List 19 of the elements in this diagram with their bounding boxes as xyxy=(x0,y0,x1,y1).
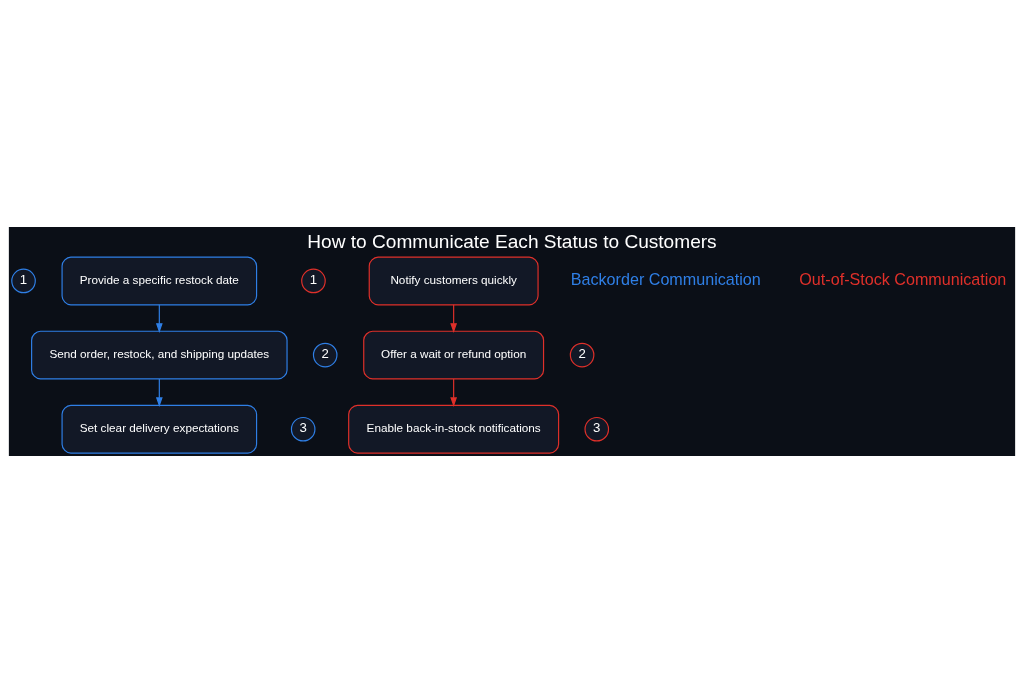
node-circle: 2 xyxy=(312,342,338,368)
diagram-title: How to Communicate Each Status to Customers xyxy=(307,231,717,253)
node-circle: 1 xyxy=(301,268,326,294)
node-circle: 1 xyxy=(11,268,36,294)
arrow xyxy=(155,378,163,408)
arrow xyxy=(450,304,458,333)
node-box: Enable back-in-stock notifications xyxy=(348,404,560,454)
node-box: Set clear delivery expectations xyxy=(61,404,258,454)
node-circle: 3 xyxy=(290,416,316,442)
node-circle: 3 xyxy=(584,416,610,442)
label: Backorder Communication xyxy=(570,270,761,289)
label: Out-of-Stock Communication xyxy=(799,270,1007,289)
arrow xyxy=(450,378,458,408)
node-box: Notify customers quickly xyxy=(368,256,539,306)
arrow xyxy=(155,304,163,333)
node-box: Send order, restock, and shipping updates xyxy=(31,330,288,380)
node-box: Offer a wait or refund option xyxy=(363,330,545,380)
node-box: Provide a specific restock date xyxy=(61,256,258,306)
node-circle: 2 xyxy=(569,342,595,368)
